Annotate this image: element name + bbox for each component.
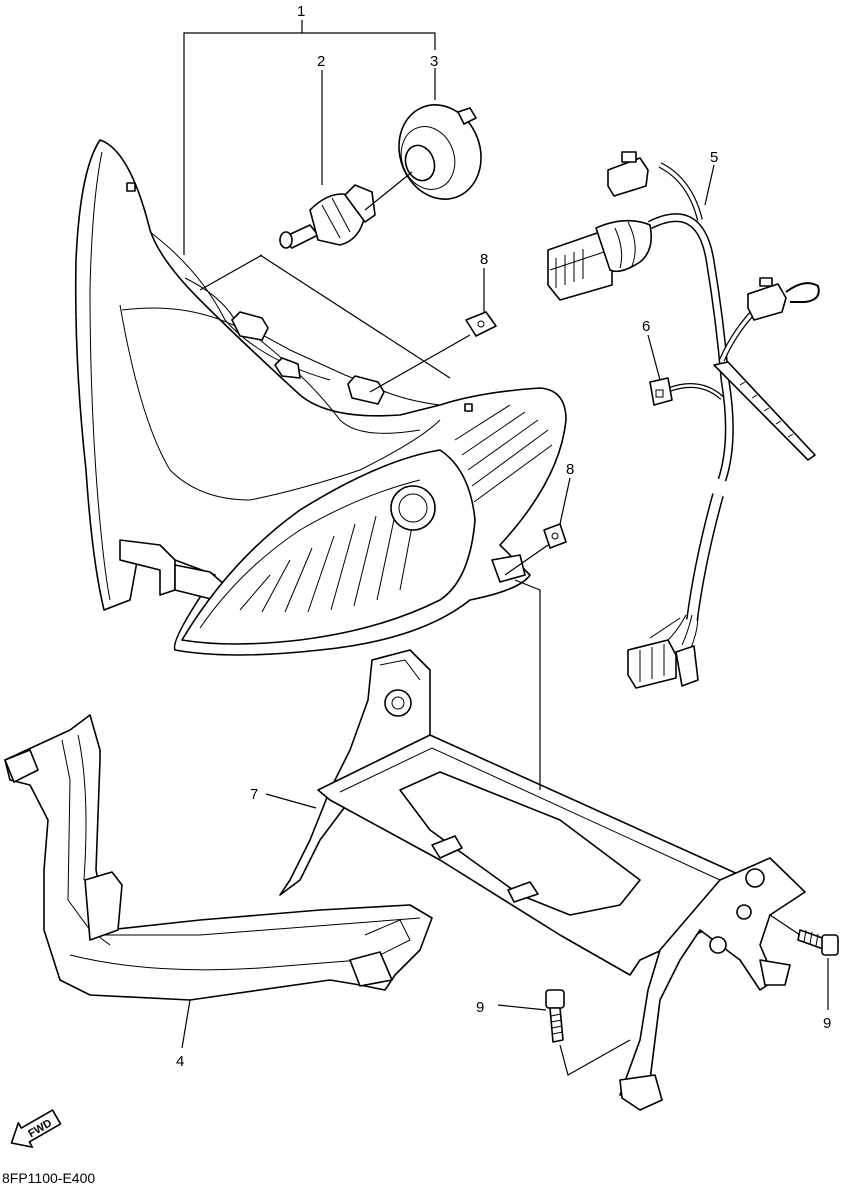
headlight-assembly <box>74 139 567 656</box>
wire-harness <box>547 151 820 689</box>
speed-nut-lower <box>543 523 567 549</box>
callout-1: 1 <box>297 3 305 20</box>
lower-cover <box>4 714 433 1001</box>
callout-9-right: 9 <box>823 1015 831 1032</box>
callout-8-upper: 8 <box>480 251 488 268</box>
headlight-bulb <box>279 184 376 249</box>
callout-7: 7 <box>250 786 258 803</box>
callout-3: 3 <box>430 53 438 70</box>
callouts: 1 2 3 4 5 6 7 8 8 9 9 <box>176 3 831 1070</box>
callout-8-lower: 8 <box>566 461 574 478</box>
fwd-arrow-icon: FWD <box>10 1109 62 1148</box>
callout-9-left: 9 <box>476 999 484 1016</box>
bulb-cover <box>398 104 482 200</box>
speed-nut-upper <box>465 311 497 337</box>
bolt-right <box>797 929 839 956</box>
callout-4: 4 <box>176 1053 184 1070</box>
fwd-label: FWD <box>26 1117 54 1140</box>
leader-lines <box>181 20 829 1076</box>
callout-2: 2 <box>317 53 325 70</box>
bolt-lower <box>545 989 565 1043</box>
drawing-code: 8FP1100-E400 <box>2 1170 95 1185</box>
callout-5: 5 <box>710 149 718 166</box>
callout-6: 6 <box>642 318 650 335</box>
headlight-stay <box>279 649 806 1111</box>
